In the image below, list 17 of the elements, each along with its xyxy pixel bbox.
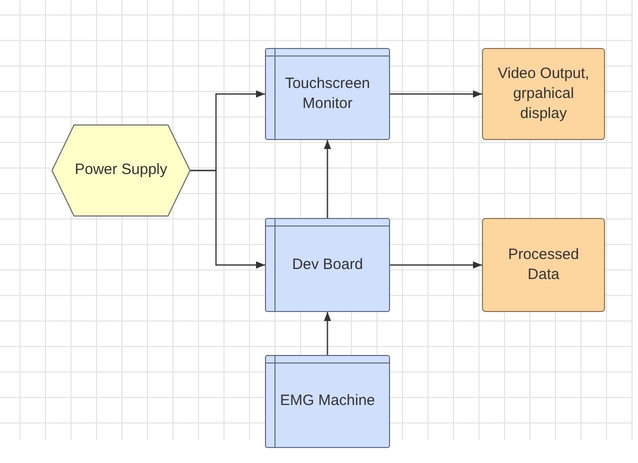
node-label: EMG Machine [278, 391, 376, 412]
arrow [390, 90, 482, 98]
node-label: Touchscreen Monitor [284, 74, 372, 114]
output-box [482, 48, 605, 140]
arrow [190, 170, 265, 269]
process-box [265, 48, 390, 140]
process-box [265, 355, 390, 448]
node-label: Power Supply [74, 160, 168, 180]
node-label: Video Output, grpahical display [496, 64, 590, 124]
arrow [324, 140, 332, 218]
node-label: Processed Data [507, 244, 580, 285]
output-box [482, 218, 605, 312]
hexagon-shape [52, 125, 190, 216]
arrow [390, 261, 482, 269]
arrow [324, 312, 332, 355]
process-box [265, 218, 390, 312]
node-label: Dev Board [291, 254, 364, 275]
